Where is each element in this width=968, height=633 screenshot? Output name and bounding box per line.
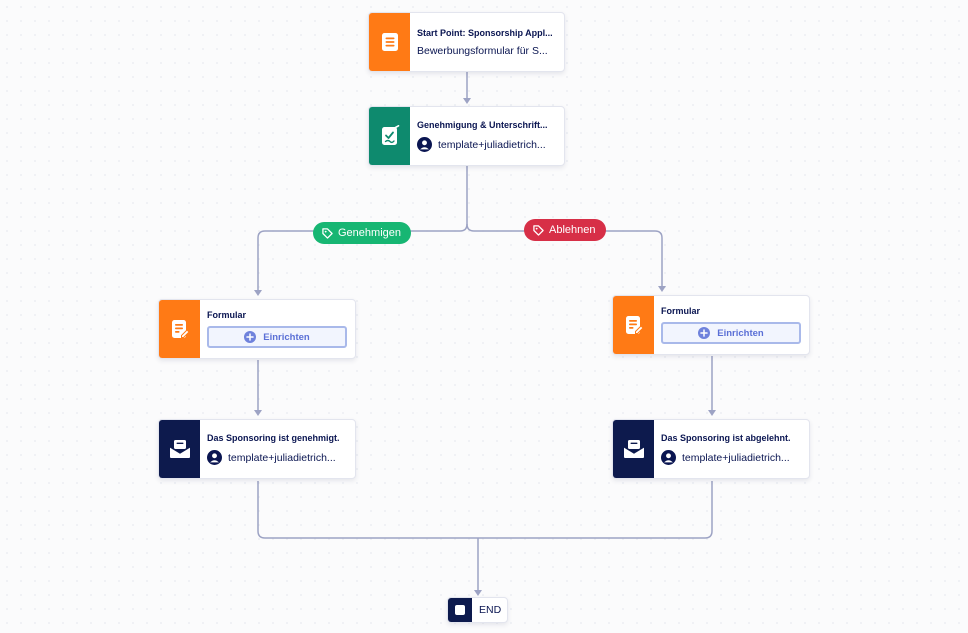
branch-tag-icon [533,224,544,236]
setup-button-label: Einrichten [263,331,310,343]
arrowhead [474,590,482,596]
node-assignee: template+juliadietrich... [661,450,801,465]
form-edit-icon [613,296,654,354]
user-avatar-icon [417,137,432,152]
arrowhead [708,410,716,416]
plus-circle-icon [698,327,711,339]
email-rejected-node[interactable]: Das Sponsoring ist abgelehnt. template+j… [612,419,810,479]
node-title: Genehmigung & Unterschrift... [417,120,548,130]
node-title: Das Sponsoring ist abgelehnt. [661,433,791,443]
user-avatar-icon [661,450,676,465]
node-title: Formular [207,310,247,320]
branch-approve-pill[interactable]: Genehmigen [313,222,411,244]
node-title: Start Point: Sponsorship Appl... [417,27,553,38]
form-node-left[interactable]: Formular Einrichten [158,299,356,359]
arrowhead [254,290,262,296]
setup-button[interactable]: Einrichten [661,322,801,344]
start-point-node[interactable]: Start Point: Sponsorship Appl... Bewerbu… [368,12,565,72]
form-node-right[interactable]: Formular Einrichten [612,295,810,355]
email-envelope-icon [159,420,200,478]
form-document-icon [369,13,410,71]
node-title: Formular [661,306,701,316]
branch-reject-pill[interactable]: Ablehnen [524,219,606,241]
approval-signature-node[interactable]: Genehmigung & Unterschrift... template+j… [368,106,565,166]
branch-approve-label: Genehmigen [338,227,401,239]
end-label: END [479,604,502,616]
stop-square-icon [448,598,472,622]
node-subtitle: Bewerbungsformular für S... [417,44,548,57]
end-node[interactable]: END [447,597,508,623]
email-approved-node[interactable]: Das Sponsoring ist genehmigt. template+j… [158,419,356,479]
setup-button[interactable]: Einrichten [207,326,347,348]
email-envelope-icon [613,420,654,478]
plus-circle-icon [244,331,257,343]
arrowhead [254,410,262,416]
node-title: Das Sponsoring ist genehmigt. [207,433,340,443]
arrowhead [658,286,666,292]
branch-reject-label: Ablehnen [549,224,596,236]
user-avatar-icon [207,450,222,465]
approval-signature-icon [369,107,410,165]
node-assignee: template+juliadietrich... [207,450,347,465]
form-edit-icon [159,300,200,358]
connector-emails-merge [257,481,713,539]
arrowhead [463,98,471,104]
node-assignee: template+juliadietrich... [417,137,556,152]
setup-button-label: Einrichten [717,327,764,339]
branch-tag-icon [322,227,333,239]
